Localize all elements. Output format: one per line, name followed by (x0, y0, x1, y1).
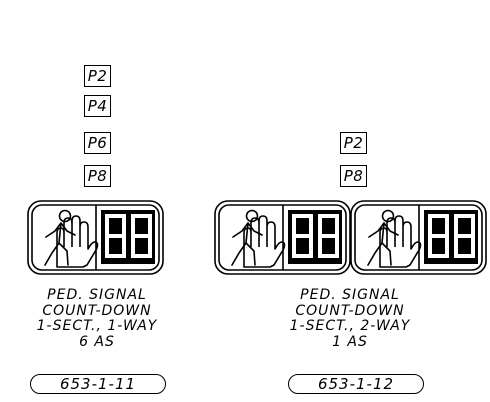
right-signal-label: PED. SIGNAL COUNT-DOWN 1-SECT., 2-WAY 1 … (255, 287, 445, 350)
signal-section-2 (350, 200, 487, 275)
phase-box-p4: P4 (84, 95, 111, 117)
phase-box-p6: P6 (84, 132, 111, 154)
phase-box-p2: P2 (84, 65, 111, 87)
label-line: COUNT-DOWN (42, 302, 152, 319)
label-line: 1-SECT., 2-WAY (289, 318, 411, 334)
hand-walk-icon (44, 209, 99, 268)
ped-signal-1-way (27, 200, 164, 275)
label-line: 1 AS (332, 333, 368, 350)
label-line: COUNT-DOWN (295, 302, 405, 319)
countdown-display (101, 210, 155, 264)
part-code-badge: 653-1-12 (288, 374, 424, 394)
label-line: 6 AS (79, 333, 115, 350)
part-code-badge: 653-1-11 (30, 374, 166, 394)
phase-box-p8: P8 (340, 165, 367, 187)
label-line: 1-SECT., 1-WAY (36, 318, 158, 334)
phase-box-p8: P8 (84, 165, 111, 187)
phase-box-p2: P2 (340, 132, 367, 154)
label-line: PED. SIGNAL (300, 287, 400, 303)
signal-section-1 (214, 200, 351, 275)
left-signal-label: PED. SIGNAL COUNT-DOWN 1-SECT., 1-WAY 6 … (0, 287, 194, 350)
ped-signal-2-way (214, 200, 487, 275)
label-line: PED. SIGNAL (47, 287, 147, 303)
